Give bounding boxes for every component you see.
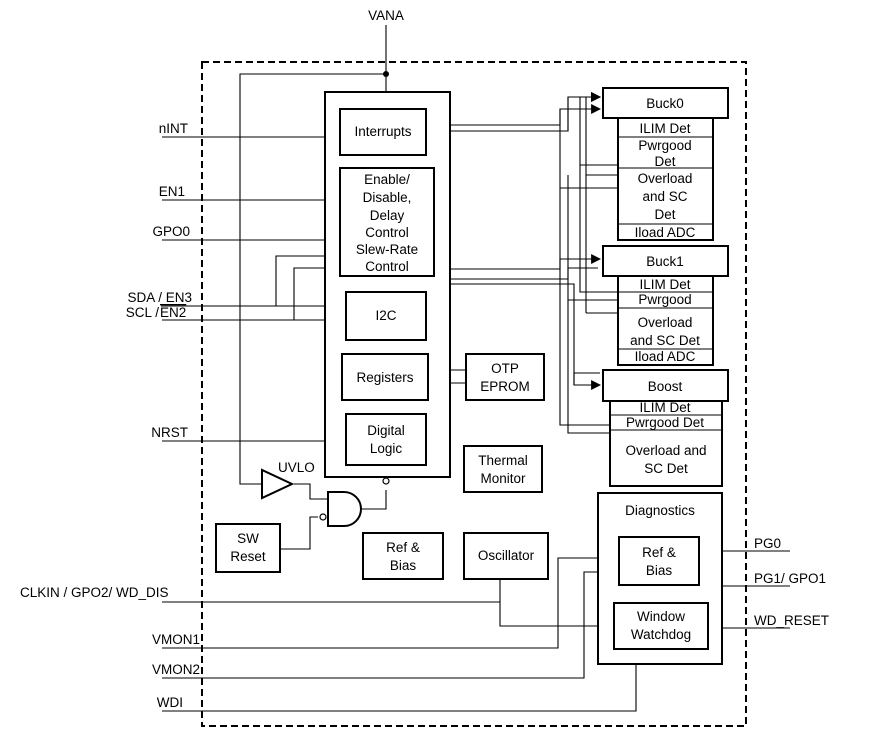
pin-en1: EN1 bbox=[159, 184, 185, 199]
pin-sda: SDA / EN3 bbox=[127, 290, 192, 305]
ref-bias-label-2: Bias bbox=[390, 558, 417, 573]
interrupts-block bbox=[339, 108, 427, 156]
otp-label-2: EPROM bbox=[480, 379, 530, 394]
ref-bias-block bbox=[362, 532, 444, 580]
pin-gpo0: GPO0 bbox=[152, 224, 190, 239]
svg-text:SC Det: SC Det bbox=[644, 461, 688, 476]
pin-nint: nINT bbox=[159, 121, 188, 136]
svg-text:Iload ADC: Iload ADC bbox=[635, 349, 696, 364]
diagnostics-label: Diagnostics bbox=[625, 503, 695, 518]
svg-text:ILIM Det: ILIM Det bbox=[639, 121, 690, 136]
svg-text:Buck0: Buck0 bbox=[646, 96, 684, 111]
pin-clkin: CLKIN / GPO2/ WD_DIS bbox=[20, 585, 169, 600]
watchdog-block bbox=[613, 602, 709, 650]
svg-text:Control: Control bbox=[365, 259, 409, 274]
digital-logic-block bbox=[345, 413, 427, 466]
thermal-label-2: Monitor bbox=[480, 471, 526, 486]
svg-text:Slew-Rate: Slew-Rate bbox=[356, 242, 418, 257]
and-gate bbox=[327, 491, 362, 527]
chip-boundary bbox=[201, 61, 747, 727]
registers-label: Registers bbox=[356, 370, 413, 385]
enable-control-label: Enable/ Disable, Delay Control Slew-Rate… bbox=[356, 172, 418, 274]
svg-text:and SC Det: and SC Det bbox=[630, 333, 700, 348]
i2c-label: I2C bbox=[375, 308, 396, 323]
otp-label-1: OTP bbox=[491, 361, 519, 376]
i2c-block bbox=[345, 291, 427, 341]
buck0-block: Buck0 ILIM Det Pwrgood Det Overload and … bbox=[602, 87, 729, 241]
sw-reset-label-1: SW bbox=[237, 531, 259, 546]
svg-text:Pwrgood Det: Pwrgood Det bbox=[626, 415, 704, 430]
watchdog-label-1: Window bbox=[637, 609, 685, 624]
otp-eprom-block bbox=[465, 353, 545, 401]
svg-text:Control: Control bbox=[365, 225, 409, 240]
pin-scl: SCL / bbox=[126, 305, 160, 320]
svg-text:Overload: Overload bbox=[638, 315, 693, 330]
enable-control-block bbox=[339, 167, 435, 277]
uvlo-label: UVLO bbox=[278, 460, 315, 475]
pin-vmon1: VMON1 bbox=[152, 632, 200, 647]
and-gate-bubble bbox=[319, 513, 327, 521]
pin-pg1: PG1/ GPO1 bbox=[754, 571, 826, 586]
svg-text:Pwrgood: Pwrgood bbox=[638, 138, 691, 153]
svg-text:Boost: Boost bbox=[648, 379, 683, 394]
sw-reset-block bbox=[215, 523, 281, 573]
svg-text:Det: Det bbox=[654, 154, 675, 169]
oscillator-label: Oscillator bbox=[478, 548, 535, 563]
diag-ref-bias-label-1: Ref & bbox=[642, 545, 676, 560]
svg-text:Iload ADC: Iload ADC bbox=[635, 225, 696, 240]
pin-vmon2: VMON2 bbox=[152, 662, 200, 677]
sw-reset-label-2: Reset bbox=[230, 549, 266, 564]
oscillator-block bbox=[463, 532, 549, 580]
svg-text:Enable/: Enable/ bbox=[364, 172, 410, 187]
buck1-block: Buck1 ILIM Det Pwrgood Overload and SC D… bbox=[602, 245, 729, 366]
pin-pg0: PG0 bbox=[754, 536, 781, 551]
ref-bias-label-1: Ref & bbox=[386, 540, 420, 555]
pin-scl-en2: EN2 bbox=[160, 305, 186, 320]
svg-text:Delay: Delay bbox=[370, 208, 405, 223]
controller-block bbox=[324, 91, 451, 478]
svg-text:Det: Det bbox=[654, 207, 675, 222]
svg-text:ILIM Det: ILIM Det bbox=[639, 400, 690, 415]
diag-ref-bias-label-2: Bias bbox=[646, 563, 673, 578]
pin-wdi: WDI bbox=[157, 695, 183, 710]
pin-wd-reset: WD_RESET bbox=[754, 613, 829, 628]
svg-text:Buck1: Buck1 bbox=[646, 254, 684, 269]
svg-text:Overload and: Overload and bbox=[625, 443, 706, 458]
svg-text:Overload: Overload bbox=[638, 171, 693, 186]
uvlo-buffer bbox=[261, 468, 295, 500]
svg-text:Pwrgood: Pwrgood bbox=[638, 292, 691, 307]
boost-block: Boost ILIM Det Pwrgood Det Overload and … bbox=[602, 369, 729, 487]
watchdog-label-2: Watchdog bbox=[631, 627, 691, 642]
interrupts-label: Interrupts bbox=[354, 124, 411, 139]
digital-logic-label-1: Digital bbox=[367, 423, 405, 438]
registers-block bbox=[341, 353, 429, 401]
svg-text:Disable,: Disable, bbox=[363, 190, 412, 205]
logic-inverter-bubble bbox=[382, 477, 390, 485]
svg-text:ILIM Det: ILIM Det bbox=[639, 277, 690, 292]
svg-text:and SC: and SC bbox=[642, 189, 687, 204]
thermal-monitor-block bbox=[463, 445, 543, 493]
pin-vana: VANA bbox=[368, 8, 404, 23]
thermal-label-1: Thermal bbox=[478, 453, 528, 468]
digital-logic-label-2: Logic bbox=[370, 441, 403, 456]
pin-nrst: NRST bbox=[151, 425, 188, 440]
diag-ref-bias-block bbox=[618, 536, 700, 586]
